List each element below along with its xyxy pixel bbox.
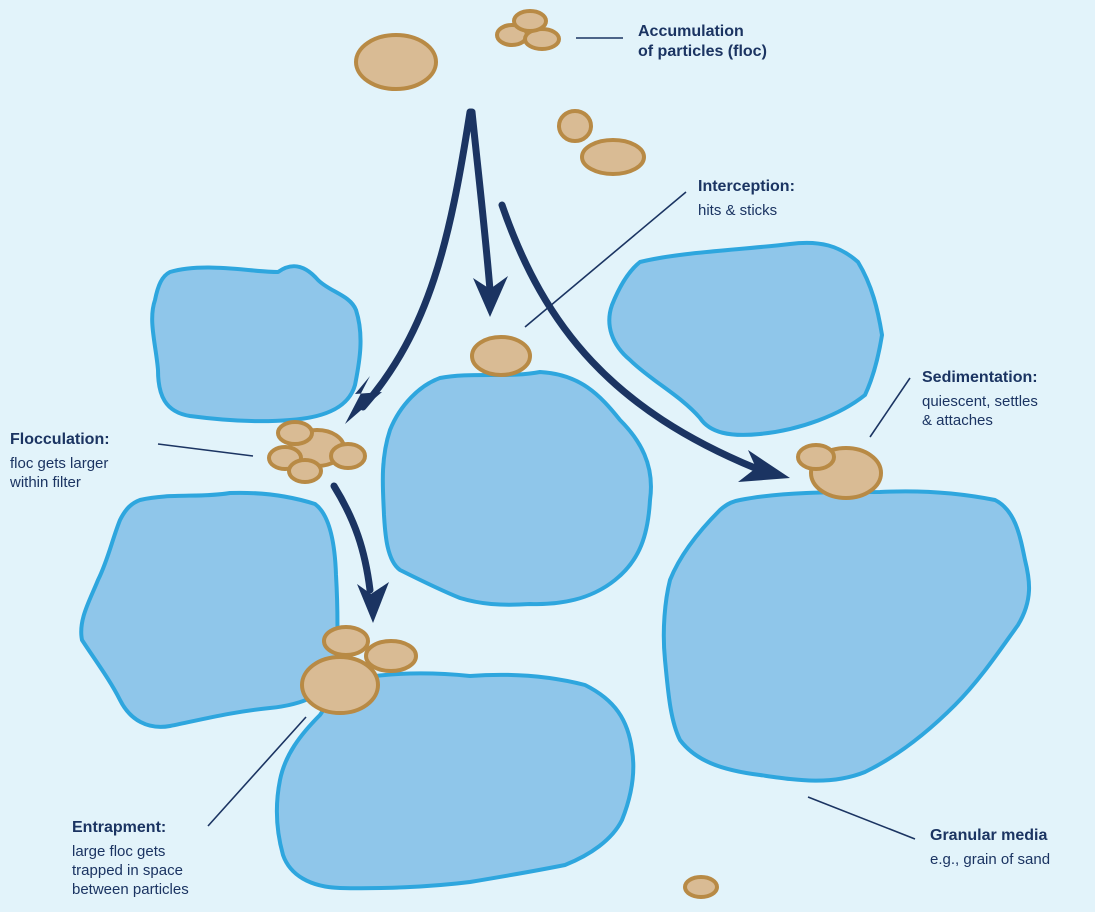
sedimentation-desc: quiescent, settles & attaches xyxy=(922,393,1038,429)
grain-bottom xyxy=(274,671,636,891)
label-granular-media: Granular media e.g., grain of sand xyxy=(930,826,1050,869)
particle-interception xyxy=(470,335,532,377)
floc-sedimentation xyxy=(796,443,883,500)
arrow-left xyxy=(359,108,474,411)
floc-flocculation xyxy=(267,420,367,484)
arrow-lower-head xyxy=(357,582,389,623)
leader-interception xyxy=(524,191,687,328)
label-accumulation: Accumulation of particles (floc) xyxy=(638,22,767,62)
label-sedimentation: Sedimentation: quiescent, settles & atta… xyxy=(922,368,1038,430)
interception-title: Interception: xyxy=(698,178,795,195)
flocculation-desc: floc gets larger within filter xyxy=(10,455,109,491)
leader-granular xyxy=(807,796,916,840)
grain-left xyxy=(79,490,340,729)
leader-sedimentation xyxy=(869,377,911,438)
flocculation-title: Flocculation: xyxy=(10,431,110,448)
arrow-center xyxy=(468,108,494,294)
interception-desc: hits & sticks xyxy=(698,202,778,219)
particle-bottom xyxy=(683,875,719,899)
leader-entrapment xyxy=(207,716,307,827)
grain-center xyxy=(380,370,653,607)
sedimentation-title: Sedimentation: xyxy=(922,369,1038,386)
entrapment-desc: large floc gets trapped in space between… xyxy=(72,843,189,898)
particle-oval-right xyxy=(580,138,646,176)
grain-top-left xyxy=(150,264,363,424)
grain-top-right xyxy=(607,240,884,437)
particle-large-top xyxy=(354,33,438,91)
label-flocculation: Flocculation: floc gets larger within fi… xyxy=(10,430,110,492)
label-entrapment: Entrapment: large floc gets trapped in s… xyxy=(72,818,189,899)
particle-small-round xyxy=(557,109,593,143)
arrow-right-head xyxy=(738,450,790,482)
arrow-left-head xyxy=(345,376,382,424)
arrow-center-head xyxy=(473,276,508,317)
floc-top xyxy=(495,9,561,51)
leader-flocculation xyxy=(157,443,254,457)
granular-desc: e.g., grain of sand xyxy=(930,851,1051,868)
arrow-lower xyxy=(330,482,374,594)
label-interception: Interception: hits & sticks xyxy=(698,177,795,220)
accumulation-title: Accumulation of particles (floc) xyxy=(638,23,767,60)
entrapment-title: Entrapment: xyxy=(72,819,167,836)
grain-right xyxy=(661,489,1032,783)
granular-title: Granular media xyxy=(930,827,1048,844)
floc-entrapment xyxy=(300,625,418,715)
arrow-right xyxy=(498,201,759,472)
